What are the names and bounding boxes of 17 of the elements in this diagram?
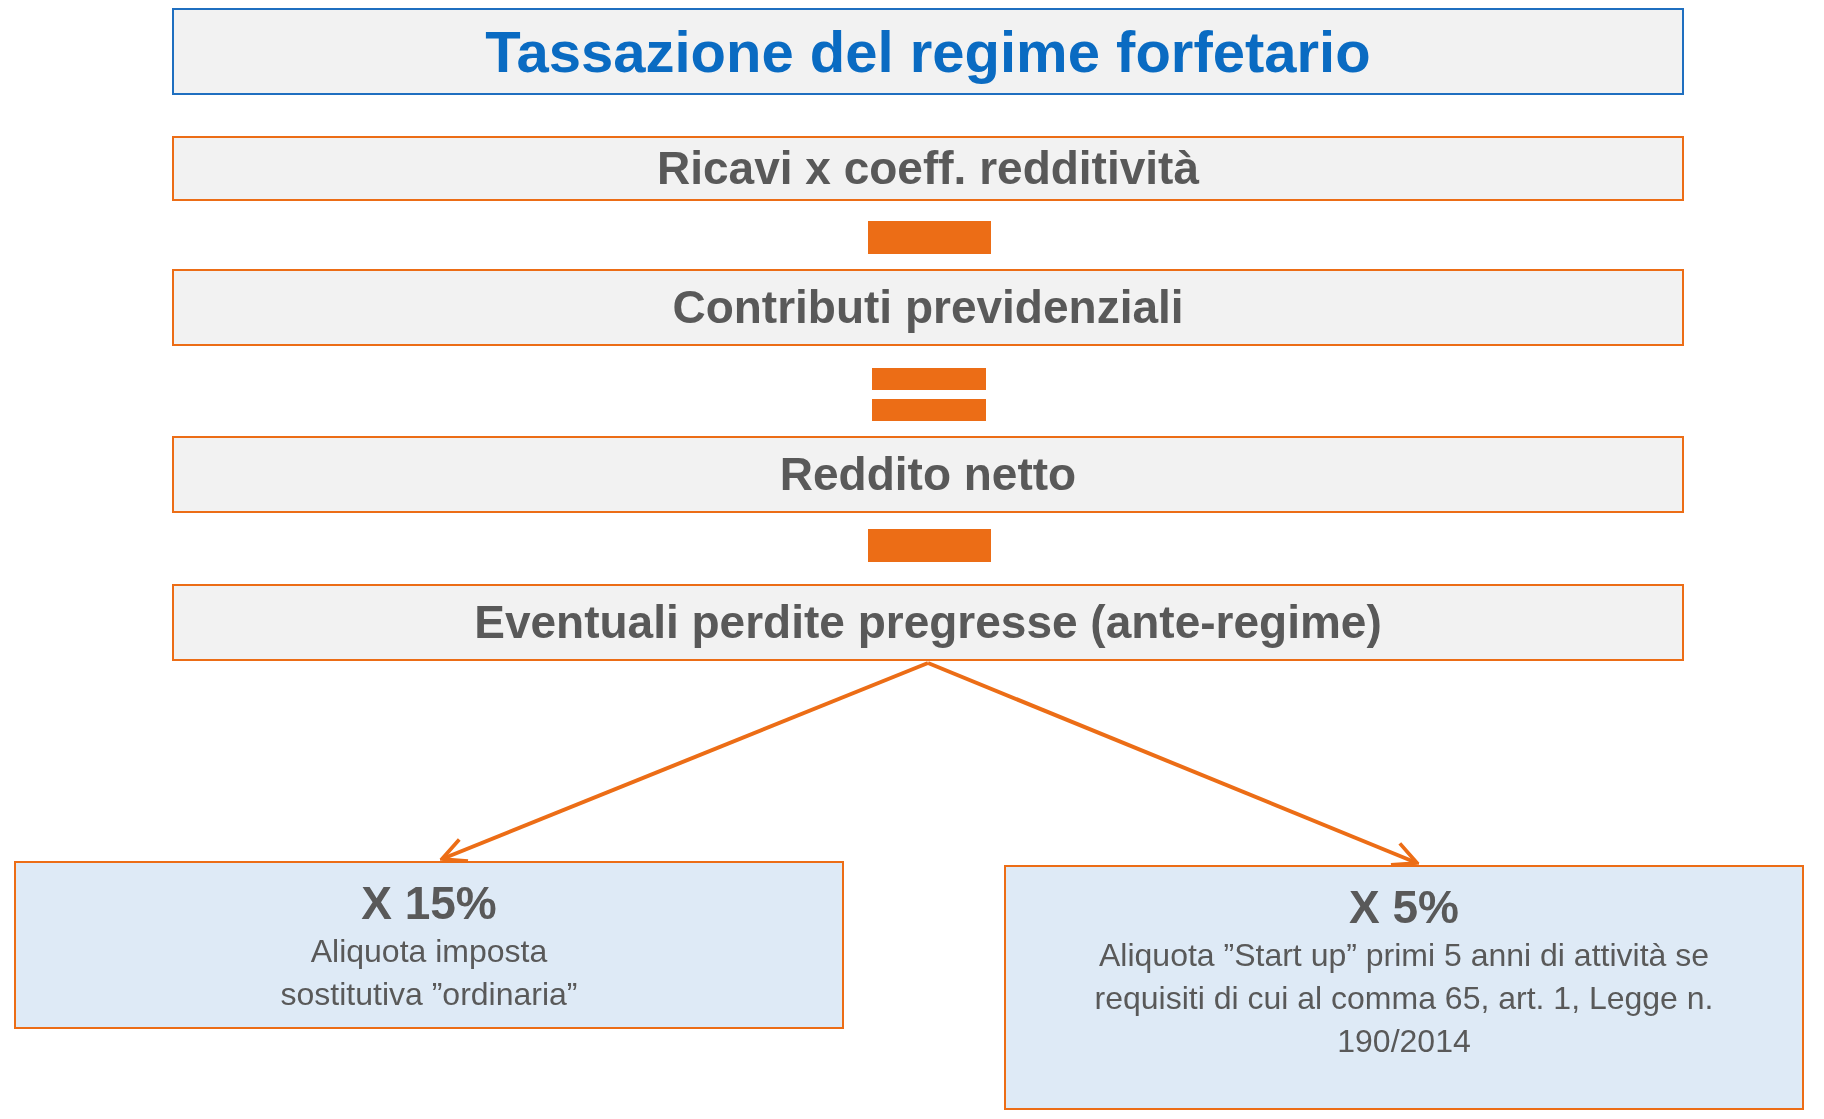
- step-label: Contributi previdenziali: [672, 281, 1184, 334]
- rate-description: Aliquota imposta sostitutiva ”ordinaria”: [279, 931, 579, 1015]
- step-box: [172, 136, 1684, 201]
- rate-box: [14, 861, 844, 1029]
- title: Tassazione del regime forfetario: [485, 18, 1371, 85]
- step-box: [172, 436, 1684, 513]
- rate-description: Aliquota ”Start up” primi 5 anni di attività se requisiti di cui al comma 65, art. 1, Legge n. 190/2014: [1093, 935, 1715, 1062]
- step-box: [172, 269, 1684, 346]
- rate-heading: X 15%: [361, 877, 497, 930]
- step-box: [172, 584, 1684, 661]
- step-label: Reddito netto: [779, 448, 1077, 501]
- arrow: [440, 661, 929, 863]
- arrow: [927, 661, 1419, 867]
- step-label: Eventuali perdite pregresse (ante-regime): [474, 596, 1382, 649]
- rate-box: [1004, 865, 1804, 1110]
- step-label: Ricavi x coeff. redditività: [657, 142, 1199, 195]
- rate-heading: X 5%: [1349, 881, 1459, 934]
